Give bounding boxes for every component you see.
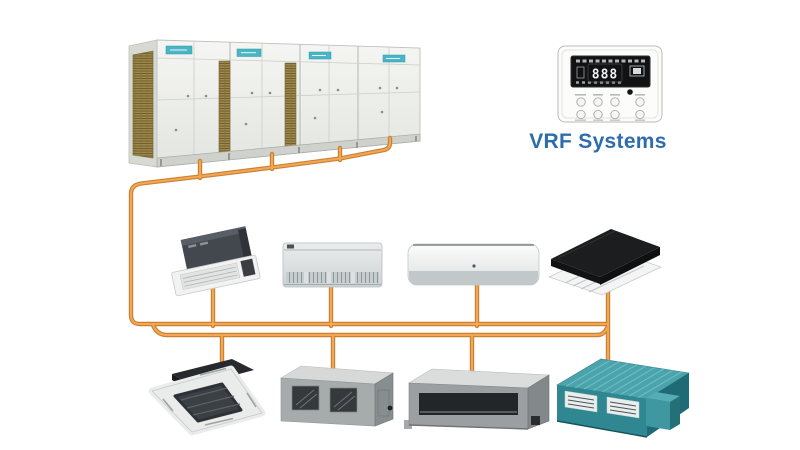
ducted-fresh-air-unit (556, 358, 690, 438)
intake-grille (291, 385, 320, 411)
one-way-cassette-unit (547, 229, 663, 296)
coil-strip-2 (284, 62, 297, 148)
slim-ducted-unit (404, 368, 550, 430)
four-way-cassette-unit (171, 226, 261, 297)
vrf-outdoor-unit-bank (128, 39, 421, 168)
outdoor-side-coil (132, 50, 154, 159)
cassette-face-panel (151, 368, 263, 433)
outlet-flap (409, 271, 538, 285)
top-ribs (565, 359, 683, 399)
wired-remote-controller: 888 (557, 45, 663, 123)
outlet-slot (419, 393, 518, 415)
unit-logo (287, 244, 294, 249)
intake-grille (329, 387, 358, 413)
side-knob (387, 405, 393, 411)
wall-mounted-unit (407, 243, 540, 286)
coil-strip-1 (218, 60, 231, 154)
door-handles (174, 86, 399, 132)
edge-slots (162, 367, 257, 426)
base-feet (160, 136, 417, 166)
end-bracket (531, 416, 540, 425)
pipe-cores (130, 137, 609, 376)
controller-buttons-row-1 (575, 94, 645, 107)
diagram-title: VRF Systems (529, 130, 667, 153)
controller-buttons-row-2 (575, 109, 645, 121)
four-way-cassette-bottom-view-unit (148, 359, 266, 436)
cassette-top-vent (199, 241, 209, 246)
brand-label-text-marks (170, 49, 400, 59)
controller-sensor-dot (627, 89, 633, 95)
duct-collar (646, 392, 680, 402)
lcd-temperature-readout: 888 (592, 68, 618, 83)
high-static-ducted-unit (280, 365, 394, 427)
floor-ceiling-unit (282, 242, 383, 288)
base-frame (156, 133, 421, 168)
outlet-vanes (286, 272, 379, 283)
unit-logo (472, 264, 476, 268)
pipe-network (128, 135, 611, 378)
cassette-top-vent (188, 243, 197, 249)
